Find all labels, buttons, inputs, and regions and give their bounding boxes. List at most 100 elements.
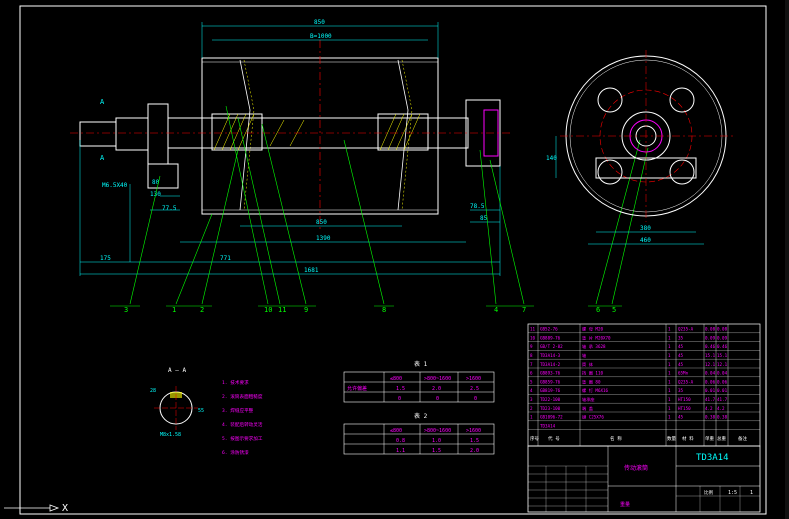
bom-cell: 2: [530, 406, 533, 411]
balloon-10: 10: [264, 306, 272, 314]
bom-cell: HT150: [678, 406, 691, 411]
bom-cell: GB/T 2-82: [540, 344, 563, 349]
bom-cell: 15.1: [705, 353, 716, 358]
bom-cell: 1: [668, 415, 671, 420]
balloon-11: 11: [278, 306, 286, 314]
bom-cell: 挡 圈 110: [582, 370, 603, 377]
table1-h2: >800~1600: [424, 376, 451, 382]
ucs-x-label: X: [62, 503, 68, 514]
section-a-a: A — A 28 55 M8x1.58: [150, 367, 204, 438]
bom-cell: 41.7: [717, 397, 728, 402]
bom-cell: TD3A14: [540, 423, 556, 428]
bom-h-name: 名 称: [610, 435, 622, 442]
dim-bottom-2: 1390: [316, 235, 331, 242]
bom-cell: 10: [530, 335, 536, 340]
bom-cell: 35: [678, 335, 684, 340]
section-dim-top: 28: [150, 388, 156, 394]
main-view-dimensions: [79, 22, 501, 276]
bom-cell: 0.08: [705, 327, 716, 332]
sheet-number: 1: [750, 490, 753, 496]
bom-cell: 轴 承 3628: [582, 343, 606, 350]
table2-h3: >1600: [466, 428, 481, 434]
bom-cell: 0.09: [717, 335, 728, 340]
balloon-1: 1: [172, 306, 176, 314]
tolerance-table-1: 表 1 ≤800 >800~1600 >1600 允许偏差 1.5 2.0 2.…: [343, 360, 495, 403]
bom-cell: 4.2: [705, 406, 713, 411]
dim-right-a: 78.5: [470, 203, 485, 210]
shaft-end-left: [79, 121, 117, 147]
bom-cell: 0.06: [717, 379, 728, 384]
bom-cell: 12.1: [717, 362, 728, 367]
table2-r2-c1: 1.1: [396, 448, 405, 454]
bom-h-no: 序号: [530, 435, 539, 442]
bom-cell: 0.46: [717, 344, 728, 349]
table1-r1-c3: 2.5: [470, 386, 479, 392]
bom-cell: 0.04: [705, 371, 716, 376]
dim-bottom-1: 850: [316, 219, 327, 226]
bom-cell: 45: [678, 415, 684, 420]
section-dim-side: 55: [198, 408, 204, 414]
bom-cell: 键 C25X76: [582, 414, 604, 421]
ucs-icon[interactable]: X: [4, 503, 68, 514]
bom-cell: 12.1: [705, 362, 716, 367]
bom-cell: 轴承座: [582, 396, 595, 403]
bom-cell: 1: [668, 335, 671, 340]
bom-cell: 4.2: [717, 406, 725, 411]
pulley-end-view: [555, 50, 736, 245]
bom-cell: 1: [668, 362, 671, 367]
table1-r2-c2: 0: [436, 396, 439, 402]
bearing-housing-left: [147, 103, 169, 165]
bom-cell: GB819-76: [540, 388, 561, 393]
balloon-8: 8: [382, 306, 386, 314]
drawing-frame: [19, 5, 767, 515]
vertical-scrollbar[interactable]: [785, 0, 789, 519]
bom-cell: GB1096-72: [540, 415, 563, 420]
note-6: 6. 涂防锈漆: [222, 449, 249, 456]
bom-cell: 15.1: [717, 353, 728, 358]
dim-thread: M6.5X40: [102, 182, 128, 189]
note-4: 4. 装配后转动灵活: [222, 421, 263, 428]
scale-value: 1:5: [728, 490, 737, 496]
bom-h-mat: 材 料: [682, 435, 694, 442]
bom-cell: 8: [530, 353, 533, 358]
dim-left-b: 77.5: [162, 205, 177, 212]
bom-cell: 1: [668, 388, 671, 393]
bom-cell: 3: [530, 397, 533, 402]
bom-cell: 0.46: [705, 344, 716, 349]
section-dim-bottom: M8x1.58: [160, 432, 181, 438]
bom-cell: 0.38: [705, 415, 716, 420]
balloon-4: 4: [494, 306, 498, 314]
bom-cell: 1: [668, 397, 671, 402]
table2-title: 表 2: [414, 412, 428, 420]
hub-plate-left: [239, 59, 251, 211]
bom-h-total: 总重: [717, 435, 726, 442]
bom-cell: GB893-76: [540, 371, 561, 376]
table2-h1: ≤800: [390, 428, 402, 434]
technical-notes: 1. 技术要求 2. 滚筒表面粗糙度 3. 焊缝应平整 4. 装配后转动灵活 5…: [222, 379, 263, 456]
tolerance-table-2: 表 2 ≤800 >800~1600 >1600 0.8 1.0 1.5 1.1…: [343, 412, 495, 455]
bom-cell: 0.38: [717, 415, 728, 420]
table2-r2-c2: 1.5: [432, 448, 441, 454]
bom-h-code: 代 号: [548, 435, 560, 442]
bom-cell: 0.04: [717, 371, 728, 376]
bom-cell: 45: [678, 353, 684, 358]
dim-right-b: 85: [480, 215, 488, 222]
bom-cell: TD3A14-2: [540, 362, 561, 367]
bom-h-qty: 数量: [667, 435, 676, 442]
table2-r1-c3: 1.5: [470, 438, 479, 444]
table1-r1-label: 允许偏差: [347, 385, 367, 392]
part-leaders: [110, 105, 649, 307]
weight-label: 重量: [620, 501, 630, 508]
table1-r1-c1: 1.5: [396, 386, 405, 392]
balloon-7: 7: [522, 306, 526, 314]
dim-bottom-3: 1681: [304, 267, 319, 274]
bom-cell: 5: [530, 379, 533, 384]
bom-cell: 45: [678, 362, 684, 367]
pulley-front-view: [70, 40, 512, 230]
table2-h2: >800~1600: [424, 428, 451, 434]
bom-cell: 端 盖: [582, 405, 593, 412]
note-2: 2. 滚筒表面粗糙度: [222, 393, 263, 400]
note-1: 1. 技术要求: [222, 379, 249, 386]
bom-cell: 0.08: [717, 327, 728, 332]
